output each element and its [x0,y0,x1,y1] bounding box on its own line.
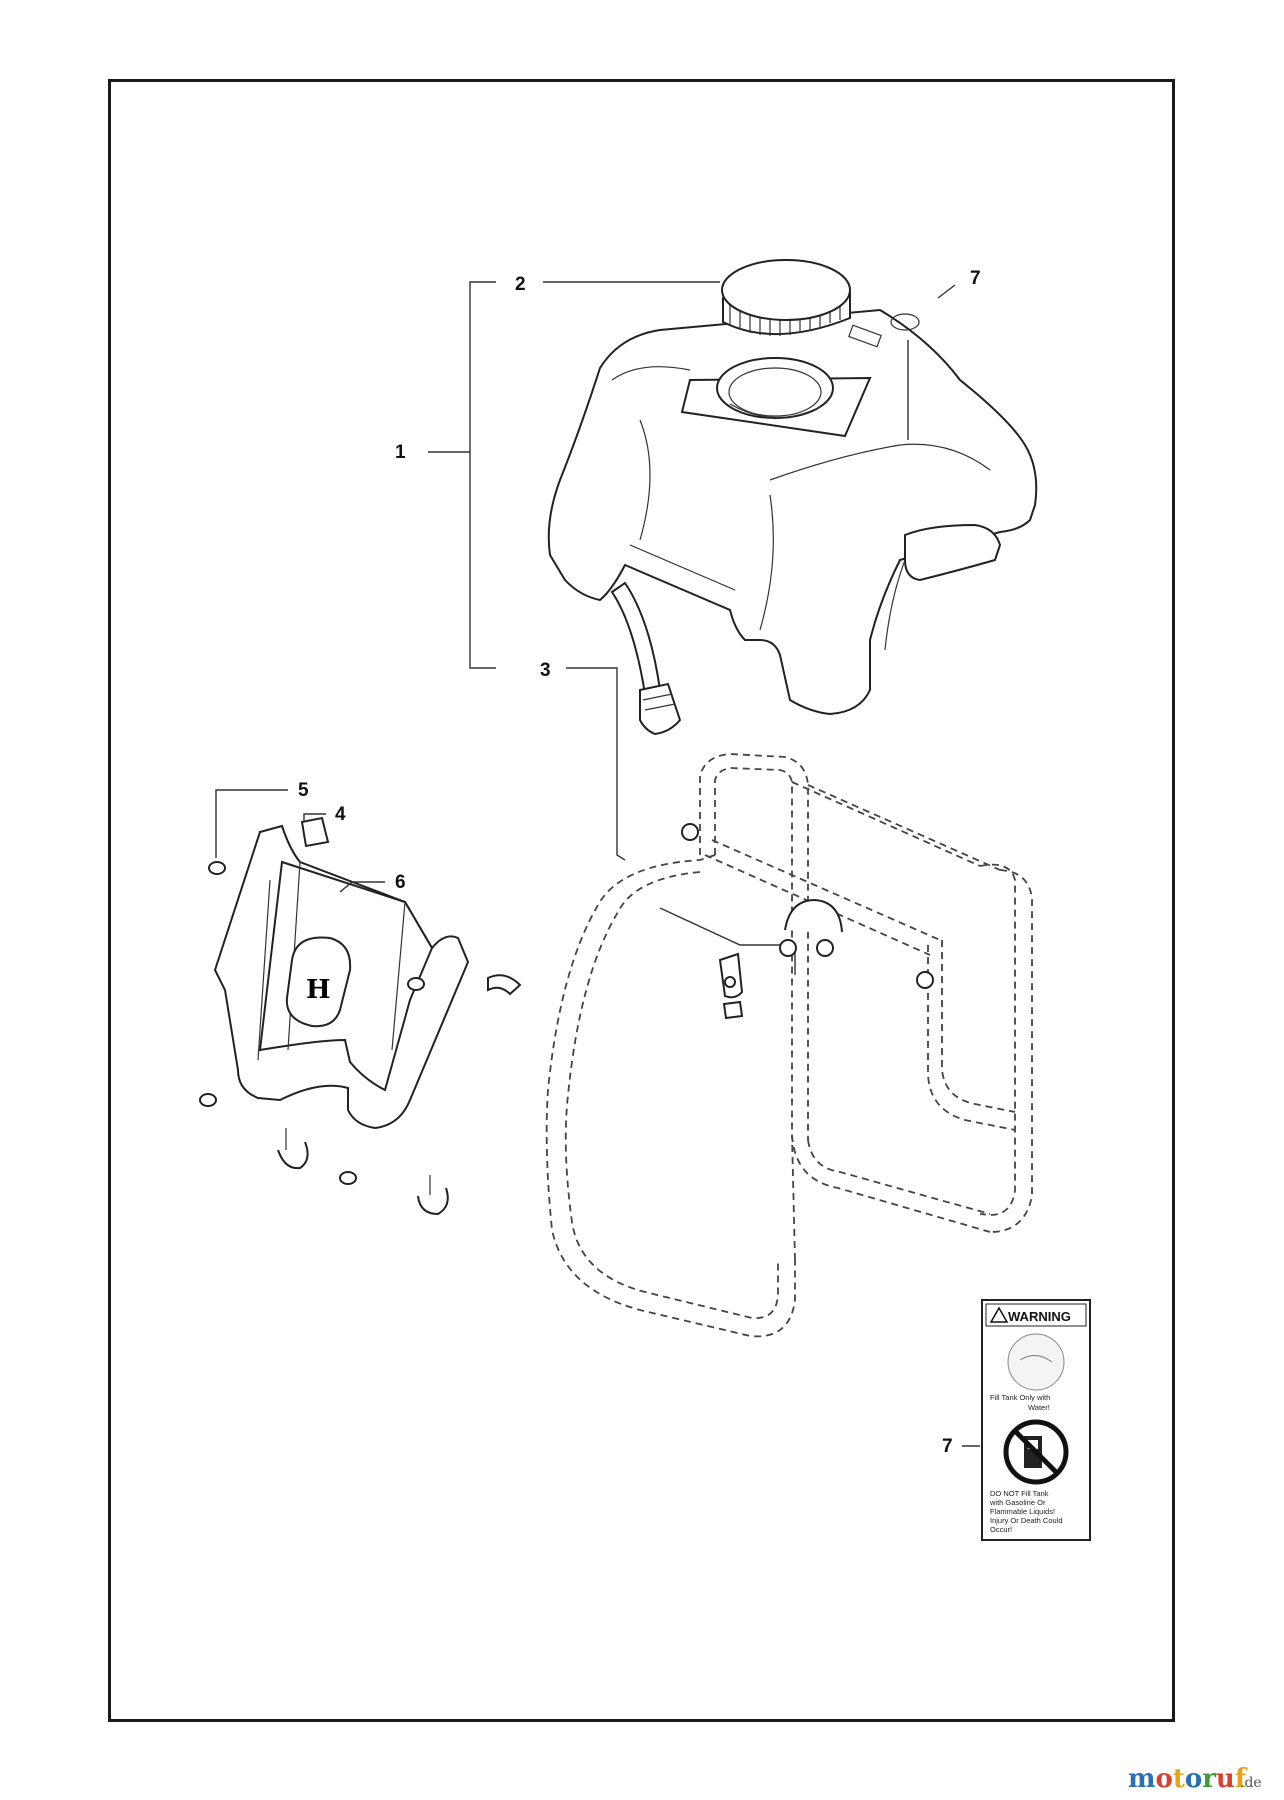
callout-7-top: 7 [970,268,981,289]
callouts: 1 2 3 7 5 4 6 7 [215,268,981,1457]
wm-f: f [1235,1764,1248,1794]
front-cover[interactable]: H [213,824,470,1130]
callout-1: 1 [395,442,406,463]
wm-o2: o [1185,1764,1202,1794]
frame-phantom [545,753,1033,1338]
warning-line-1: Fill Tank Only with [990,1393,1050,1402]
svg-text:motoruf: motoruf [1128,1764,1248,1794]
warning-line-5: Flammable Liquids! [990,1507,1055,1516]
warning-line-2: Water! [1028,1403,1050,1412]
cover-logo-letter: H [306,975,331,1005]
frame-clamp[interactable] [659,907,796,1020]
wm-r: r [1202,1764,1216,1794]
water-tank[interactable] [547,308,1038,716]
wm-u: u [1216,1764,1235,1794]
callout-3: 3 [540,660,551,681]
callout-7-label: 7 [942,1436,953,1457]
filler-cap[interactable] [721,259,851,336]
warning-line-3: DO NOT Fill Tank [990,1489,1049,1498]
warning-line-6: Injury Or Death Could [990,1516,1063,1525]
warning-heading: WARNING [1008,1309,1071,1324]
outlet-hose[interactable] [610,581,682,736]
watermark-logo: motoruf .de [1128,1764,1262,1794]
callout-6: 6 [395,872,406,893]
warning-line-4: with Gasoline Or [989,1498,1046,1507]
frame-ubolt[interactable] [681,823,934,989]
warning-line-7: Occur! [990,1525,1012,1534]
drawing-frame [108,79,1175,1722]
cover-hardware[interactable] [199,816,522,1216]
wm-tld: .de [1240,1775,1262,1791]
callout-2: 2 [515,274,526,295]
wm-m: m [1128,1764,1156,1794]
callout-5: 5 [298,780,309,801]
wm-t: t [1173,1764,1185,1794]
warning-label[interactable]: WARNING Fill Tank Only with Water! DO NO… [981,1299,1091,1541]
callout-4: 4 [335,804,346,825]
wm-o1: o [1156,1764,1173,1794]
